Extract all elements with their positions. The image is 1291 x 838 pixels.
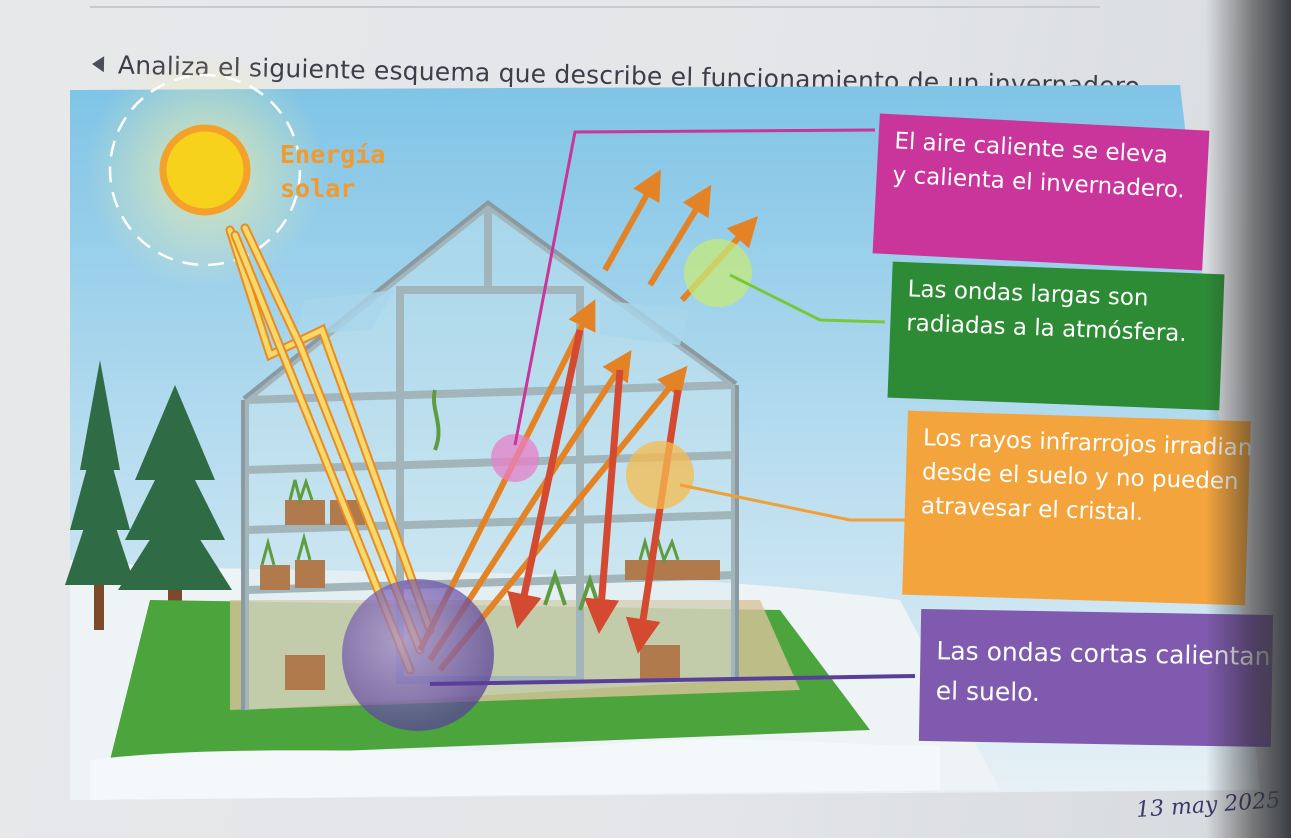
orange-highlight-bubble	[626, 441, 694, 509]
pink-highlight-bubble	[491, 434, 539, 482]
solar-energy-label-line2: solar	[280, 174, 356, 203]
snow-drift	[90, 739, 940, 800]
orange-leader-line	[679, 483, 905, 522]
roof-vent	[600, 300, 690, 345]
solar-energy-label: Energía solar	[280, 138, 385, 206]
top-rule	[90, 0, 1100, 8]
long-waves-box: Las ondas largas son radiadas a la atmós…	[887, 261, 1225, 411]
sun-icon	[85, 50, 325, 290]
pine-tree-icon	[118, 385, 232, 630]
green-highlight-bubble	[684, 239, 752, 307]
pine-tree-icon	[65, 360, 135, 630]
purple-highlight-bubble	[342, 579, 494, 731]
infrared-rays-box: Los rayos infrarrojos irradian desde el …	[902, 410, 1253, 606]
hot-air-rises-box: El aire caliente se eleva y calienta el …	[872, 113, 1210, 271]
infrared-rays	[507, 329, 682, 654]
roof-vent	[295, 290, 395, 335]
purple-leader-line	[429, 674, 916, 686]
solar-energy-label-line1: Energía	[280, 140, 386, 169]
pink-leader-line	[513, 128, 876, 446]
page-edge-shadow	[1206, 0, 1291, 838]
green-leader-line	[729, 273, 886, 324]
